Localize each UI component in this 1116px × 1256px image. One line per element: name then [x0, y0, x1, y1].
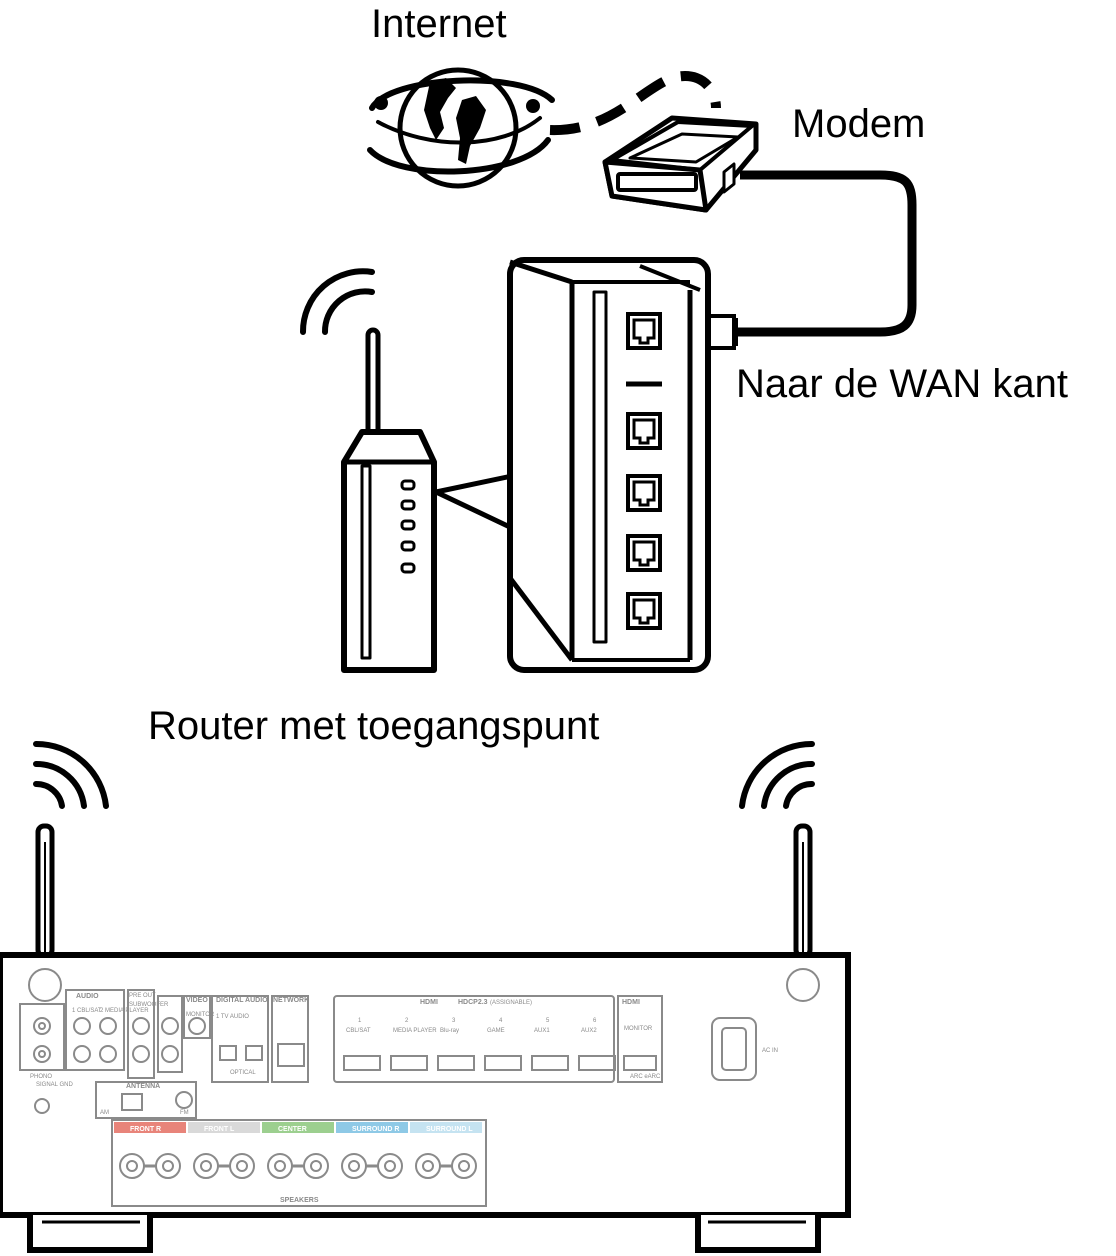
speaker-group-label: CENTER: [278, 1126, 307, 1133]
video-out-label: VIDEO: [186, 997, 208, 1004]
ac-inlet-icon: [711, 1017, 757, 1081]
router-label: Router met toegangspunt: [148, 704, 600, 748]
hdmi-port: [484, 1055, 522, 1071]
subwoofer-label: SUBWOOFER: [129, 1002, 169, 1008]
speaker-terminal-core: [274, 1160, 286, 1172]
av-receiver-rear-panel: [0, 952, 851, 1253]
wifi-signal-icon: [739, 740, 815, 809]
speaker-group-header: [188, 1122, 260, 1133]
antenna-icon: [793, 823, 813, 959]
wan-cable: [735, 170, 917, 337]
speaker-group-header: [410, 1122, 482, 1133]
modem-label: Modem: [792, 102, 926, 146]
hdmi-port-number: 6: [593, 1018, 597, 1024]
speaker-terminal-core: [422, 1160, 434, 1172]
hdmi-in-label: HDMI: [420, 999, 438, 1006]
arc-label: ARC eARC: [630, 1074, 661, 1080]
hdmi-output-port: [623, 1055, 657, 1071]
video-out-panel: [183, 995, 211, 1039]
antenna-icon: [35, 823, 55, 959]
speaker-group-header: [114, 1122, 186, 1133]
hdmi-port-label: AUX2: [581, 1028, 597, 1034]
hdmi-port-number: 5: [546, 1018, 550, 1024]
hdmi-port-label: CBL/SAT: [346, 1028, 371, 1034]
pre-out-label: PRE OUT: [129, 993, 156, 999]
phono-label: PHONO: [30, 1074, 52, 1080]
am-label: AM: [100, 1110, 109, 1116]
hdmi-port-number: 2: [405, 1018, 409, 1024]
speaker-terminal-core: [310, 1160, 322, 1172]
optical-label: OPTICAL: [230, 1070, 256, 1076]
assignable-label: (ASSIGNABLE): [490, 1000, 532, 1006]
speaker-terminal-core: [348, 1160, 360, 1172]
wan-side-label: Naar de WAN kant: [736, 362, 1068, 406]
speakers-label: SPEAKERS: [280, 1197, 319, 1204]
router-back-panel: [507, 257, 711, 673]
audio-in-media-label: 2 MEDIA PLAYER: [100, 1008, 149, 1014]
ethernet-port-wan-icon: [626, 312, 662, 350]
internet-label: Internet: [371, 2, 507, 46]
speaker-terminal-core: [458, 1160, 470, 1172]
monitor-label: MONITOR: [186, 1012, 215, 1018]
modem-icon: [602, 115, 759, 213]
ethernet-port-lan-icon: [626, 474, 662, 512]
router-icon: [299, 268, 437, 673]
ethernet-port-lan-icon: [626, 592, 662, 630]
hdmi-output-panel: [617, 995, 663, 1083]
hdmi-port-number: 1: [358, 1018, 362, 1024]
digital-audio-label: DIGITAL AUDIO: [216, 997, 268, 1004]
wifi-signal-icon: [33, 740, 109, 809]
digital-audio-panel: [211, 995, 269, 1083]
antenna-label: ANTENNA: [126, 1083, 160, 1090]
hdmi-out-label: HDMI: [622, 999, 640, 1006]
speaker-terminal-core: [126, 1160, 138, 1172]
hdmi-port-number: 3: [452, 1018, 456, 1024]
hdmi-port-label: GAME: [487, 1028, 505, 1034]
globe-icon: [367, 67, 555, 189]
ac-in-label: AC IN: [762, 1048, 778, 1054]
hdmi-monitor-label: MONITOR: [624, 1026, 653, 1032]
speaker-group-label: FRONT R: [130, 1126, 161, 1133]
speaker-terminal-core: [200, 1160, 212, 1172]
speaker-group-header: [262, 1122, 334, 1133]
speaker-group-label: FRONT L: [204, 1126, 235, 1133]
audio-in-panel: [65, 989, 125, 1071]
zoom-callout: [433, 473, 515, 531]
signal-gnd-label: SIGNAL GND: [36, 1082, 73, 1088]
tv-audio-label: 1 TV AUDIO: [216, 1014, 249, 1020]
speaker-terminal-core: [236, 1160, 248, 1172]
speaker-terminal-panel: [111, 1119, 487, 1207]
hdmi-port-label: AUX1: [534, 1028, 550, 1034]
hdmi-port-number: 4: [499, 1018, 503, 1024]
hdcp-label: HDCP2.3: [458, 999, 488, 1006]
pre-out-panel: [127, 989, 155, 1079]
hdmi-port: [390, 1055, 428, 1071]
phono-input-panel: [19, 1003, 65, 1071]
speaker-group-label: SURROUND R: [352, 1126, 399, 1133]
audio-in-sources-label: 1 CBL/SAT: [72, 1008, 102, 1014]
hdmi-port-label: Blu-ray: [440, 1028, 459, 1034]
speaker-group-label: SURROUND L: [426, 1126, 473, 1133]
network-label: NETWORK: [273, 997, 309, 1004]
hdmi-port: [531, 1055, 569, 1071]
hdmi-port: [437, 1055, 475, 1071]
hdmi-port-label: MEDIA PLAYER: [393, 1028, 437, 1034]
ethernet-port-lan-icon: [626, 534, 662, 572]
speaker-terminal-core: [384, 1160, 396, 1172]
hdmi-port: [578, 1055, 616, 1071]
fm-label: FM: [180, 1110, 189, 1116]
ethernet-port-lan-icon: [626, 412, 662, 450]
speaker-terminal-core: [162, 1160, 174, 1172]
speaker-group-header: [336, 1122, 408, 1133]
network-port-panel: [271, 995, 309, 1083]
hdmi-port: [343, 1055, 381, 1071]
audio-in-label: AUDIO: [76, 993, 99, 1000]
antenna-input-panel: [95, 1081, 197, 1119]
hdmi-input-panel: [333, 995, 615, 1083]
